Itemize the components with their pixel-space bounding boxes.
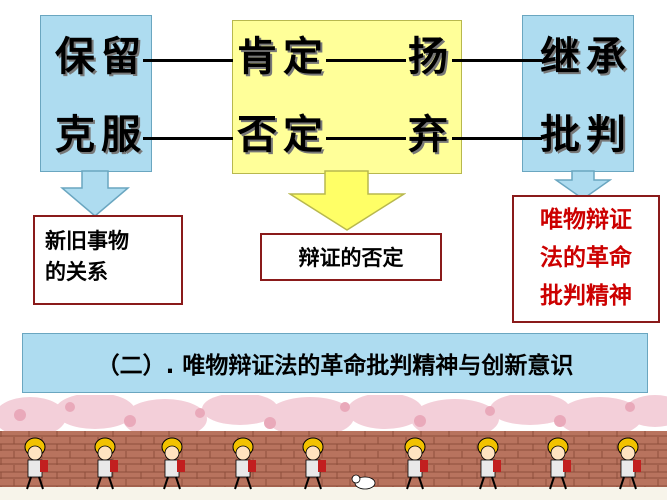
down-arrow-icon (60, 170, 130, 217)
dialectical-negation-label: 辩证的否定 (298, 245, 404, 270)
middle-row1-text-b: 扬 (408, 33, 454, 80)
left-row1-text: 保留 (55, 33, 147, 80)
connector-line (452, 137, 542, 140)
critical-spirit-line2: 法的革命 (540, 244, 632, 271)
middle-row2-text-b: 弃 (408, 111, 454, 158)
cherry-blossom-scene-illustration (0, 395, 667, 500)
middle-row1-text-a: 肯定 (237, 33, 329, 80)
right-row1-text: 继承 (540, 33, 632, 80)
connector-line (143, 137, 233, 140)
section-title: （二）. 唯物辩证法的革命批判精神与创新意识 (96, 353, 574, 379)
critical-spirit-line1: 唯物辩证 (540, 206, 632, 233)
connector-line (326, 59, 406, 62)
connector-line (326, 137, 406, 140)
left-concept-box (40, 15, 152, 172)
relation-label-line1: 新旧事物 (45, 228, 129, 253)
connector-line (143, 59, 233, 62)
middle-row2-text-a: 否定 (237, 111, 329, 158)
relation-label-line2: 的关系 (45, 259, 108, 284)
connector-line (452, 59, 542, 62)
critical-spirit-box: 唯物辩证 法的革命 批判精神 (512, 195, 660, 323)
critical-spirit-line3: 批判精神 (540, 282, 632, 309)
relation-label-box: 新旧事物 的关系 (33, 215, 183, 305)
down-arrow-icon (554, 170, 612, 200)
dialectical-negation-box: 辩证的否定 (260, 233, 442, 281)
down-arrow-icon (288, 170, 406, 231)
right-row2-text: 批判 (540, 111, 632, 158)
left-row2-text: 克服 (55, 111, 147, 158)
middle-concept-box (232, 20, 462, 174)
section-title-banner: （二）. 唯物辩证法的革命批判精神与创新意识 (22, 333, 648, 393)
